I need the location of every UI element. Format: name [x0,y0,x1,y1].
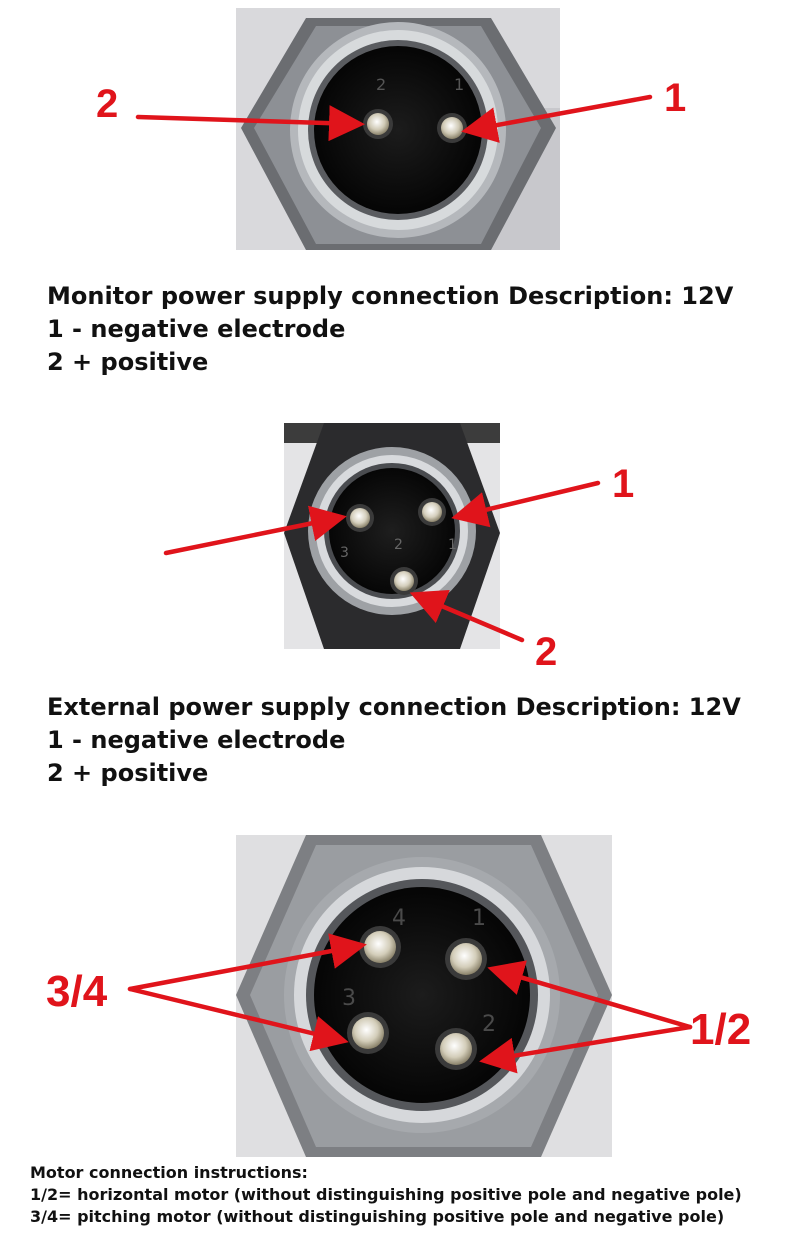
monitor-description-line2: 2 + positive [47,348,209,376]
pin-2 [440,1033,472,1065]
motor-instructions-line1: 1/2= horizontal motor (without distingui… [30,1185,742,1204]
callout-label-2: 2 [96,82,119,126]
pin-mark-1: 1 [472,906,486,931]
callout-label-1-2: 1/2 [690,1005,752,1054]
motor-instructions-line2: 3/4= pitching motor (without distinguish… [30,1207,725,1226]
connector-photo-2pin: 2 1 [236,8,560,250]
external-description: External power supply connection Descrip… [47,691,741,790]
pin-mark-2: 2 [482,1012,496,1037]
external-description-title: External power supply connection Descrip… [47,693,741,721]
pin-3 [352,1017,384,1049]
pin-4 [364,931,396,963]
monitor-description-title: Monitor power supply connection Descript… [47,282,734,310]
pin-2 [394,571,414,591]
connector-photo-3pin: 3 2 1 [284,423,500,649]
pin-mark-2: 2 [376,75,386,94]
pin-2 [367,113,389,135]
pin-mark-3: 3 [340,545,349,561]
motor-instructions: Motor connection instructions: 1/2= hori… [30,1162,742,1228]
pin-1 [441,117,463,139]
callout-label-1-3pin: 1 [612,462,635,506]
pin-1 [450,943,482,975]
connector-photo-4pin: 4 1 3 2 [236,835,612,1157]
callout-label-3-4: 3/4 [46,967,108,1016]
callout-label-1: 1 [664,76,687,120]
pin-mark-1: 1 [448,537,457,553]
monitor-description: Monitor power supply connection Descript… [47,280,733,379]
monitor-description-line1: 1 - negative electrode [47,315,346,343]
pin-mark-2: 2 [394,537,403,553]
pin-3 [350,508,370,528]
motor-instructions-title: Motor connection instructions: [30,1163,308,1182]
pin-mark-4: 4 [392,906,406,931]
external-description-line2: 2 + positive [47,759,209,787]
external-description-line1: 1 - negative electrode [47,726,346,754]
pin-mark-1: 1 [454,75,464,94]
pin-1 [422,502,442,522]
callout-label-2-3pin: 2 [535,630,558,674]
pin-mark-3: 3 [342,986,356,1011]
